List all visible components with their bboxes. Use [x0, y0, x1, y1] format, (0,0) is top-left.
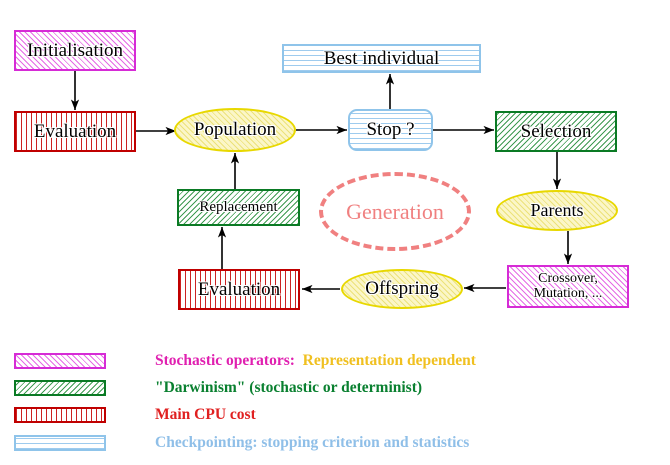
- legend-label-stochastic-operators: Stochastic operators: Representation dep…: [124, 334, 476, 388]
- node-replacement-label: Replacement: [199, 198, 278, 215]
- node-selection[interactable]: Selection: [495, 111, 617, 152]
- node-crossover-mutation-label: Crossover, Mutation, ...: [533, 270, 603, 301]
- legend: Stochastic operators: Representation dep…: [0, 336, 670, 465]
- legend-label-stochastic-operators-part1: Stochastic operators:: [155, 352, 295, 369]
- legend-label-main-cpu-cost-text: Main CPU cost: [155, 406, 256, 423]
- node-evaluation-bottom[interactable]: Evaluation: [178, 269, 300, 310]
- node-initialisation[interactable]: Initialisation: [14, 30, 136, 71]
- node-initialisation-label: Initialisation: [26, 39, 124, 61]
- node-offspring[interactable]: Offspring: [341, 269, 463, 309]
- node-population[interactable]: Population: [174, 108, 296, 152]
- node-crossover-mutation[interactable]: Crossover, Mutation, ...: [507, 265, 629, 308]
- node-selection-label: Selection: [520, 120, 592, 142]
- node-evaluation-top-label: Evaluation: [33, 120, 117, 142]
- node-generation: Generation: [319, 172, 471, 251]
- node-best-individual-label: Best individual: [323, 47, 440, 69]
- node-parents-label: Parents: [530, 200, 584, 221]
- node-best-individual[interactable]: Best individual: [282, 44, 481, 73]
- node-evaluation-bottom-label: Evaluation: [197, 278, 281, 300]
- legend-label-main-cpu-cost: Main CPU cost: [124, 388, 256, 442]
- legend-label-stochastic-operators-part2: Representation dependent: [294, 352, 476, 369]
- node-population-label: Population: [193, 119, 277, 141]
- legend-label-checkpointing-text: Checkpointing: stopping criterion and st…: [155, 434, 470, 451]
- node-replacement[interactable]: Replacement: [177, 189, 300, 226]
- node-stop[interactable]: Stop ?: [348, 109, 433, 151]
- legend-row-darwinism: "Darwinism" (stochastic or determinist): [14, 377, 422, 399]
- node-stop-label: Stop ?: [366, 119, 415, 141]
- legend-label-darwinism-text: "Darwinism" (stochastic or determinist): [155, 379, 423, 396]
- node-parents[interactable]: Parents: [496, 190, 618, 231]
- node-offspring-label: Offspring: [365, 278, 439, 300]
- legend-row-stochastic-operators: Stochastic operators: Representation dep…: [14, 350, 476, 372]
- node-generation-label: Generation: [346, 198, 444, 224]
- legend-swatch-green: [14, 380, 106, 396]
- legend-label-checkpointing: Checkpointing: stopping criterion and st…: [124, 416, 469, 465]
- legend-row-checkpointing: Checkpointing: stopping criterion and st…: [14, 432, 469, 454]
- legend-swatch-blue: [14, 435, 106, 451]
- legend-label-darwinism: "Darwinism" (stochastic or determinist): [124, 361, 422, 415]
- legend-row-main-cpu-cost: Main CPU cost: [14, 404, 256, 426]
- legend-swatch-magenta: [14, 353, 106, 369]
- node-evaluation-top[interactable]: Evaluation: [14, 111, 136, 152]
- legend-swatch-red: [14, 407, 106, 423]
